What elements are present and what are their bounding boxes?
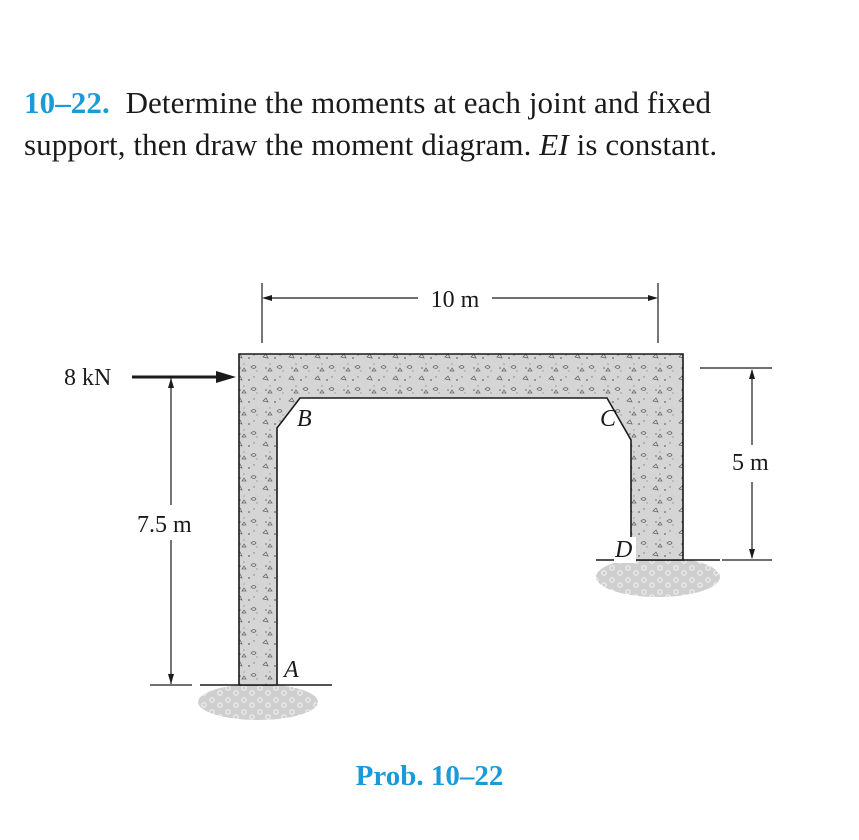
load-arrow-head (216, 371, 236, 383)
span-arrow-left (262, 295, 272, 301)
figure-caption: Prob. 10–22 (355, 760, 504, 792)
joint-a-label: A (282, 657, 299, 683)
concrete-frame (238, 353, 684, 686)
problem-number: 10–22. (24, 85, 110, 120)
joint-b-label: B (297, 406, 312, 432)
problem-text-line-2b: is constant. (568, 127, 718, 162)
right-height-arrow-bottom (749, 549, 755, 559)
problem-line-1: 10–22. Determine the moments at each joi… (24, 82, 824, 124)
problem-line-2: support, then draw the moment diagram. E… (24, 124, 824, 166)
load-label: 8 kN (64, 365, 111, 391)
ground-left (198, 684, 318, 720)
problem-statement: 10–22. Determine the moments at each joi… (24, 82, 824, 166)
ground-right (596, 557, 720, 597)
joint-d-label: D (614, 537, 632, 563)
problem-text-ei: EI (539, 127, 569, 162)
joint-c-label: C (600, 406, 617, 432)
joint-a-box (282, 657, 304, 683)
span-label: 10 m (431, 287, 480, 313)
problem-text-line-2a: support, then draw the moment diagram. (24, 127, 540, 162)
joint-d-box (614, 537, 636, 563)
left-height-arrow-top (168, 378, 174, 388)
span-arrow-right (648, 295, 658, 301)
right-height-arrow-top (749, 369, 755, 379)
left-height-label: 7.5 m (137, 512, 192, 538)
right-height-label: 5 m (732, 450, 769, 476)
problem-text-line-1: Determine the moments at each joint and … (125, 85, 712, 120)
left-height-arrow-bottom (168, 674, 174, 684)
